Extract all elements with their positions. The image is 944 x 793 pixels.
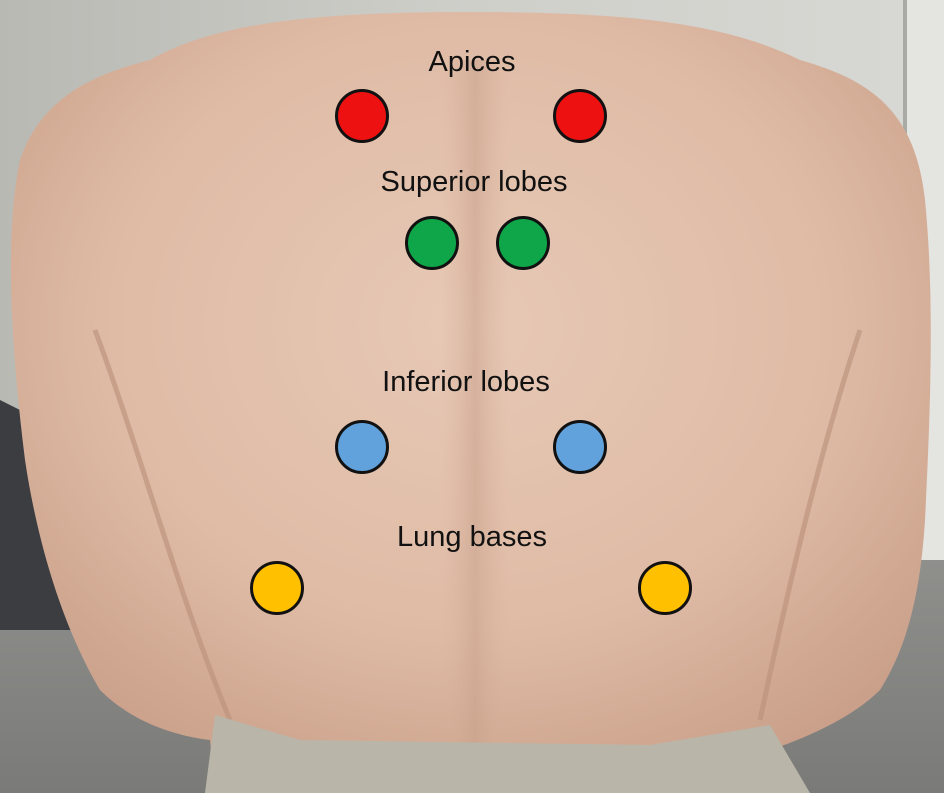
marker-apex-right — [553, 89, 607, 143]
label-lung-bases: Lung bases — [397, 521, 547, 553]
marker-superior-lobe-right — [496, 216, 550, 270]
marker-inferior-lobe-left — [335, 420, 389, 474]
marker-inferior-lobe-right — [553, 420, 607, 474]
marker-lung-base-right — [638, 561, 692, 615]
label-apices: Apices — [428, 46, 516, 78]
shorts — [205, 715, 810, 793]
right-arm-crease — [757, 329, 863, 721]
label-inferior-lobes: Inferior lobes — [382, 366, 550, 398]
marker-apex-left — [335, 89, 389, 143]
marker-lung-base-left — [250, 561, 304, 615]
spine-shadow — [440, 60, 510, 793]
left-arm-crease — [92, 329, 233, 721]
marker-superior-lobe-left — [405, 216, 459, 270]
label-superior-lobes: Superior lobes — [380, 166, 568, 198]
